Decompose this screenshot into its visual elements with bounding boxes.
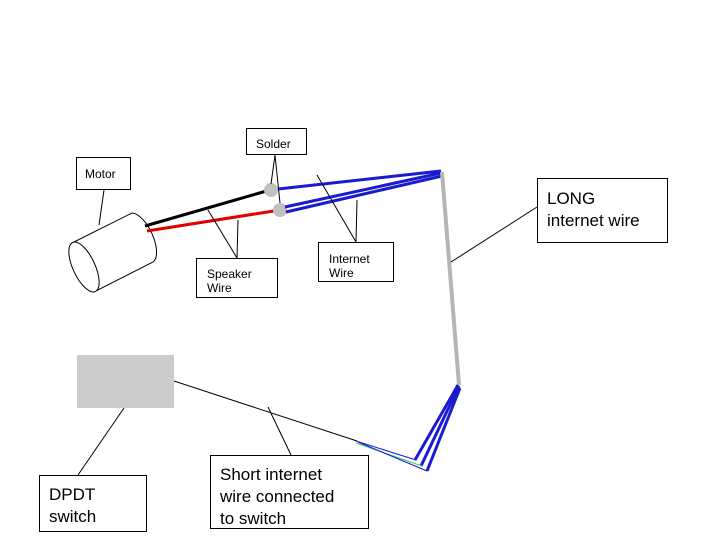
leader-lines (77, 154, 538, 476)
speaker-wire-red (146, 208, 281, 233)
long-internet-wire-label-text: LONG internet wire (547, 189, 640, 231)
long-internet-wire (440, 171, 461, 386)
dpdt-switch-shape (77, 355, 174, 408)
internet-wires-top (277, 169, 443, 214)
short-internet-wire-label-text: Short internet wire connected to switch (220, 465, 335, 529)
solder-label: Solder (246, 128, 307, 155)
speaker-wire-label-text: Speaker Wire (207, 267, 252, 295)
short-internet-wire (173, 380, 358, 442)
speaker-wire-black (144, 188, 271, 228)
motor-label-text: Motor (85, 167, 116, 181)
solder-joint-bottom (273, 203, 287, 217)
dpdt-switch-label: DPDT switch (39, 475, 147, 532)
internet-wire-label: Internet Wire (318, 242, 394, 282)
internet-wires-bottom (413, 384, 462, 472)
solder-joint-top (264, 183, 278, 197)
speaker-wire-label: Speaker Wire (196, 258, 278, 298)
dpdt-switch-label-text: DPDT switch (49, 485, 97, 527)
short-internet-wire-strands (355, 440, 428, 472)
short-internet-wire-label: Short internet wire connected to switch (210, 455, 369, 529)
long-internet-wire-label: LONG internet wire (537, 178, 668, 243)
motor-label: Motor (76, 157, 131, 190)
solder-label-text: Solder (256, 137, 291, 151)
internet-wire-label-text: Internet Wire (329, 252, 370, 280)
motor-shape (68, 212, 158, 293)
